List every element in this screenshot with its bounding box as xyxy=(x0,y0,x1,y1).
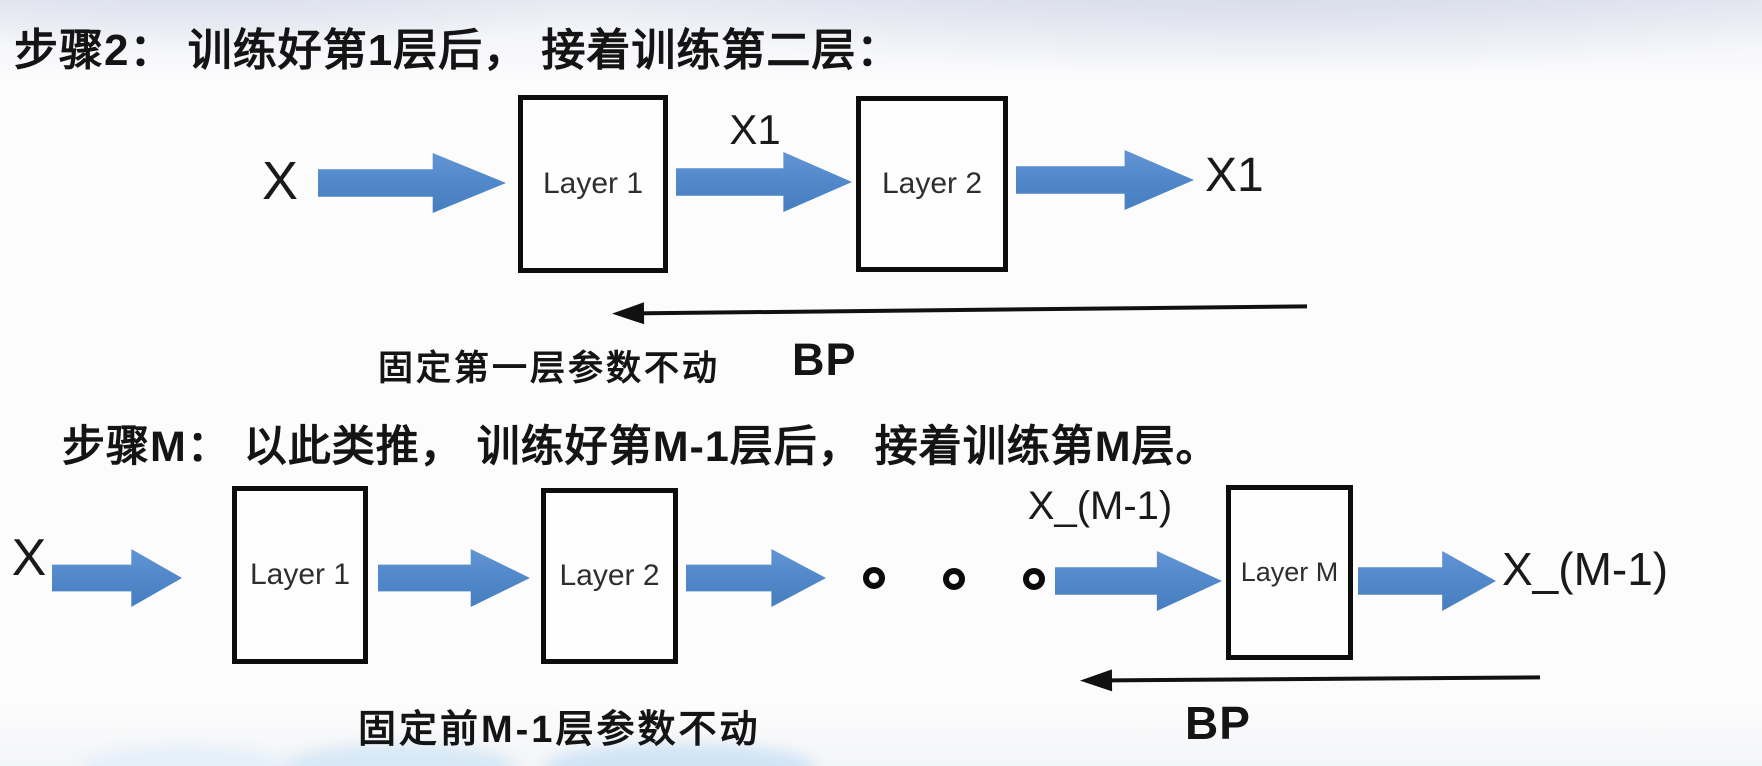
cloud-decoration-icon xyxy=(80,746,290,766)
step2-hidden-output-label: X1 xyxy=(729,106,781,153)
step2-layer1-box: Layer 1 xyxy=(518,95,668,273)
backprop-arrow-icon xyxy=(1079,664,1541,693)
step2-input-x-label: X xyxy=(261,151,299,211)
stepM-bp-label: BP xyxy=(1185,697,1251,749)
stepM-layer1-label: Layer 1 xyxy=(249,558,351,591)
stepM-pre-output-label: X_(M-1) xyxy=(1027,484,1173,528)
flow-arrow-icon xyxy=(318,153,506,213)
stepM-layer1-box: Layer 1 xyxy=(232,486,368,664)
backprop-arrow-icon xyxy=(611,293,1308,326)
stepM-layer2-box: Layer 2 xyxy=(541,488,678,664)
flow-arrow-icon xyxy=(52,549,182,607)
step2-bp-label: BP xyxy=(792,334,857,385)
step2-final-output-label: X1 xyxy=(1205,149,1264,202)
ellipsis-dot-icon xyxy=(1023,568,1045,590)
stepM-layerM-box: Layer M xyxy=(1226,485,1353,660)
cloud-decoration-icon xyxy=(285,744,515,766)
step2-layer2-label: Layer 2 xyxy=(881,167,983,200)
flow-arrow-icon xyxy=(378,549,530,607)
step2-note: 固定第一层参数不动 xyxy=(378,349,721,388)
flow-arrow-icon xyxy=(676,152,852,212)
stepM-final-output-label: X_(M-1) xyxy=(1502,543,1669,595)
step2-layer1-label: Layer 1 xyxy=(542,167,644,200)
flow-arrow-icon xyxy=(686,549,826,607)
stepM-note: 固定前M-1层参数不动 xyxy=(358,709,761,751)
stepM-title: 步骤M： 以此类推， 训练好第M-1层后， 接着训练第M层。 xyxy=(62,423,1220,471)
flow-arrow-icon xyxy=(1016,150,1194,210)
flow-arrow-icon xyxy=(1055,551,1222,611)
ellipsis-dot-icon xyxy=(863,567,885,589)
ellipsis-dot-icon xyxy=(943,568,965,590)
cloud-decoration-icon xyxy=(545,744,815,766)
stepM-input-x-label: X xyxy=(11,529,47,587)
step2-layer2-box: Layer 2 xyxy=(856,96,1008,272)
stepM-layer2-label: Layer 2 xyxy=(559,559,660,592)
flow-arrow-icon xyxy=(1358,551,1496,611)
stepM-layerM-label: Layer M xyxy=(1240,557,1339,587)
step2-title: 步骤2： 训练好第1层后， 接着训练第二层： xyxy=(14,26,902,75)
